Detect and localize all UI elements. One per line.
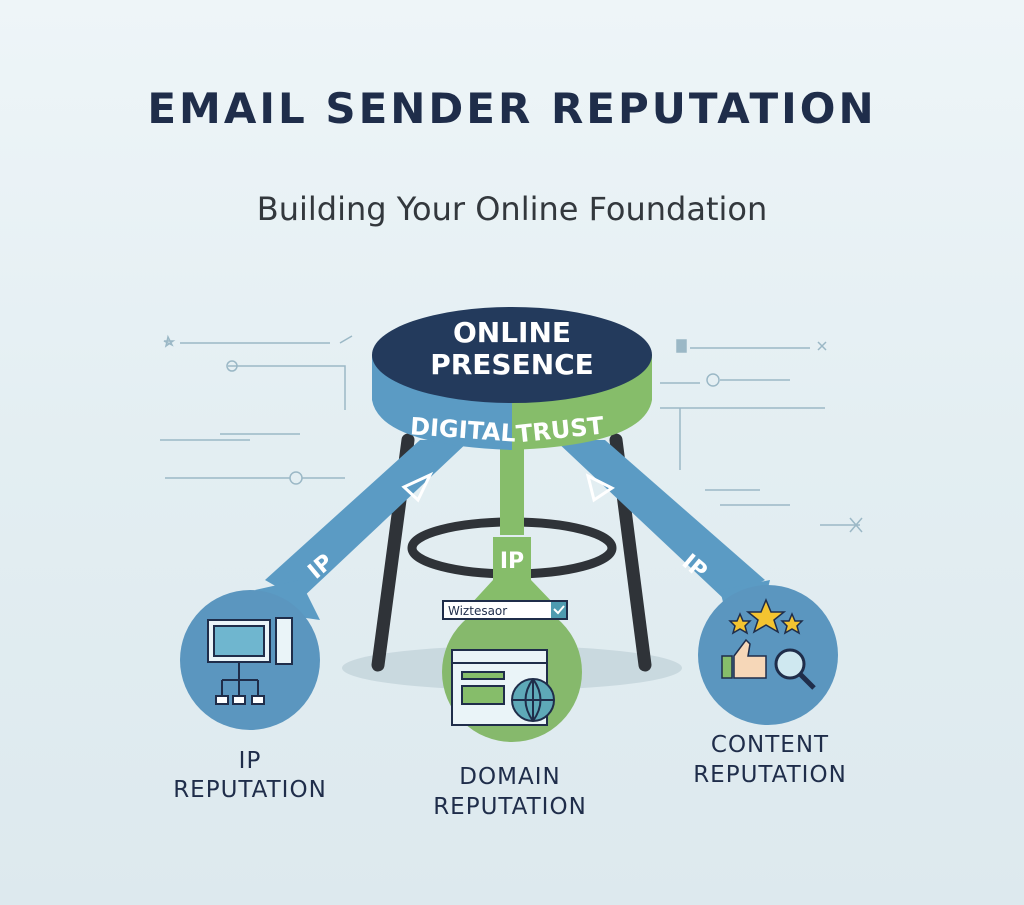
browser-globe-icon <box>451 649 555 726</box>
decorative-lines <box>160 334 863 533</box>
arrow-icon <box>585 473 615 503</box>
content-reputation-label-line2: REPUTATION <box>693 762 847 788</box>
ip-reputation-label-line2: REPUTATION <box>173 777 327 803</box>
domain-reputation-pillar: Wiztesaor <box>442 600 582 742</box>
ip-reputation-label-line1: IP <box>239 748 262 774</box>
domain-input <box>442 600 568 620</box>
arrow-icon <box>401 471 434 503</box>
connector-middle-label: IP <box>500 549 524 574</box>
domain-reputation-label-line1: DOMAIN <box>459 764 560 790</box>
connector-middle: IP <box>470 440 555 605</box>
computer-network-icon <box>207 617 293 705</box>
check-icon <box>551 602 566 618</box>
seat-label-line2: PRESENCE <box>430 348 594 381</box>
content-reputation-pillar <box>698 585 838 725</box>
stool-seat <box>372 307 652 403</box>
ip-reputation-pillar <box>180 590 320 730</box>
page-subtitle: Building Your Online Foundation <box>256 190 768 228</box>
stars-thumbsup-magnifier-icon <box>721 598 816 690</box>
domain-reputation-label-line2: REPUTATION <box>433 794 587 820</box>
content-reputation-label-line1: CONTENT <box>711 732 829 758</box>
page-title: EMAIL SENDER REPUTATION <box>147 84 877 133</box>
domain-input-text: Wiztesaor <box>448 604 507 618</box>
seat-label-line1: ONLINE <box>453 316 571 349</box>
